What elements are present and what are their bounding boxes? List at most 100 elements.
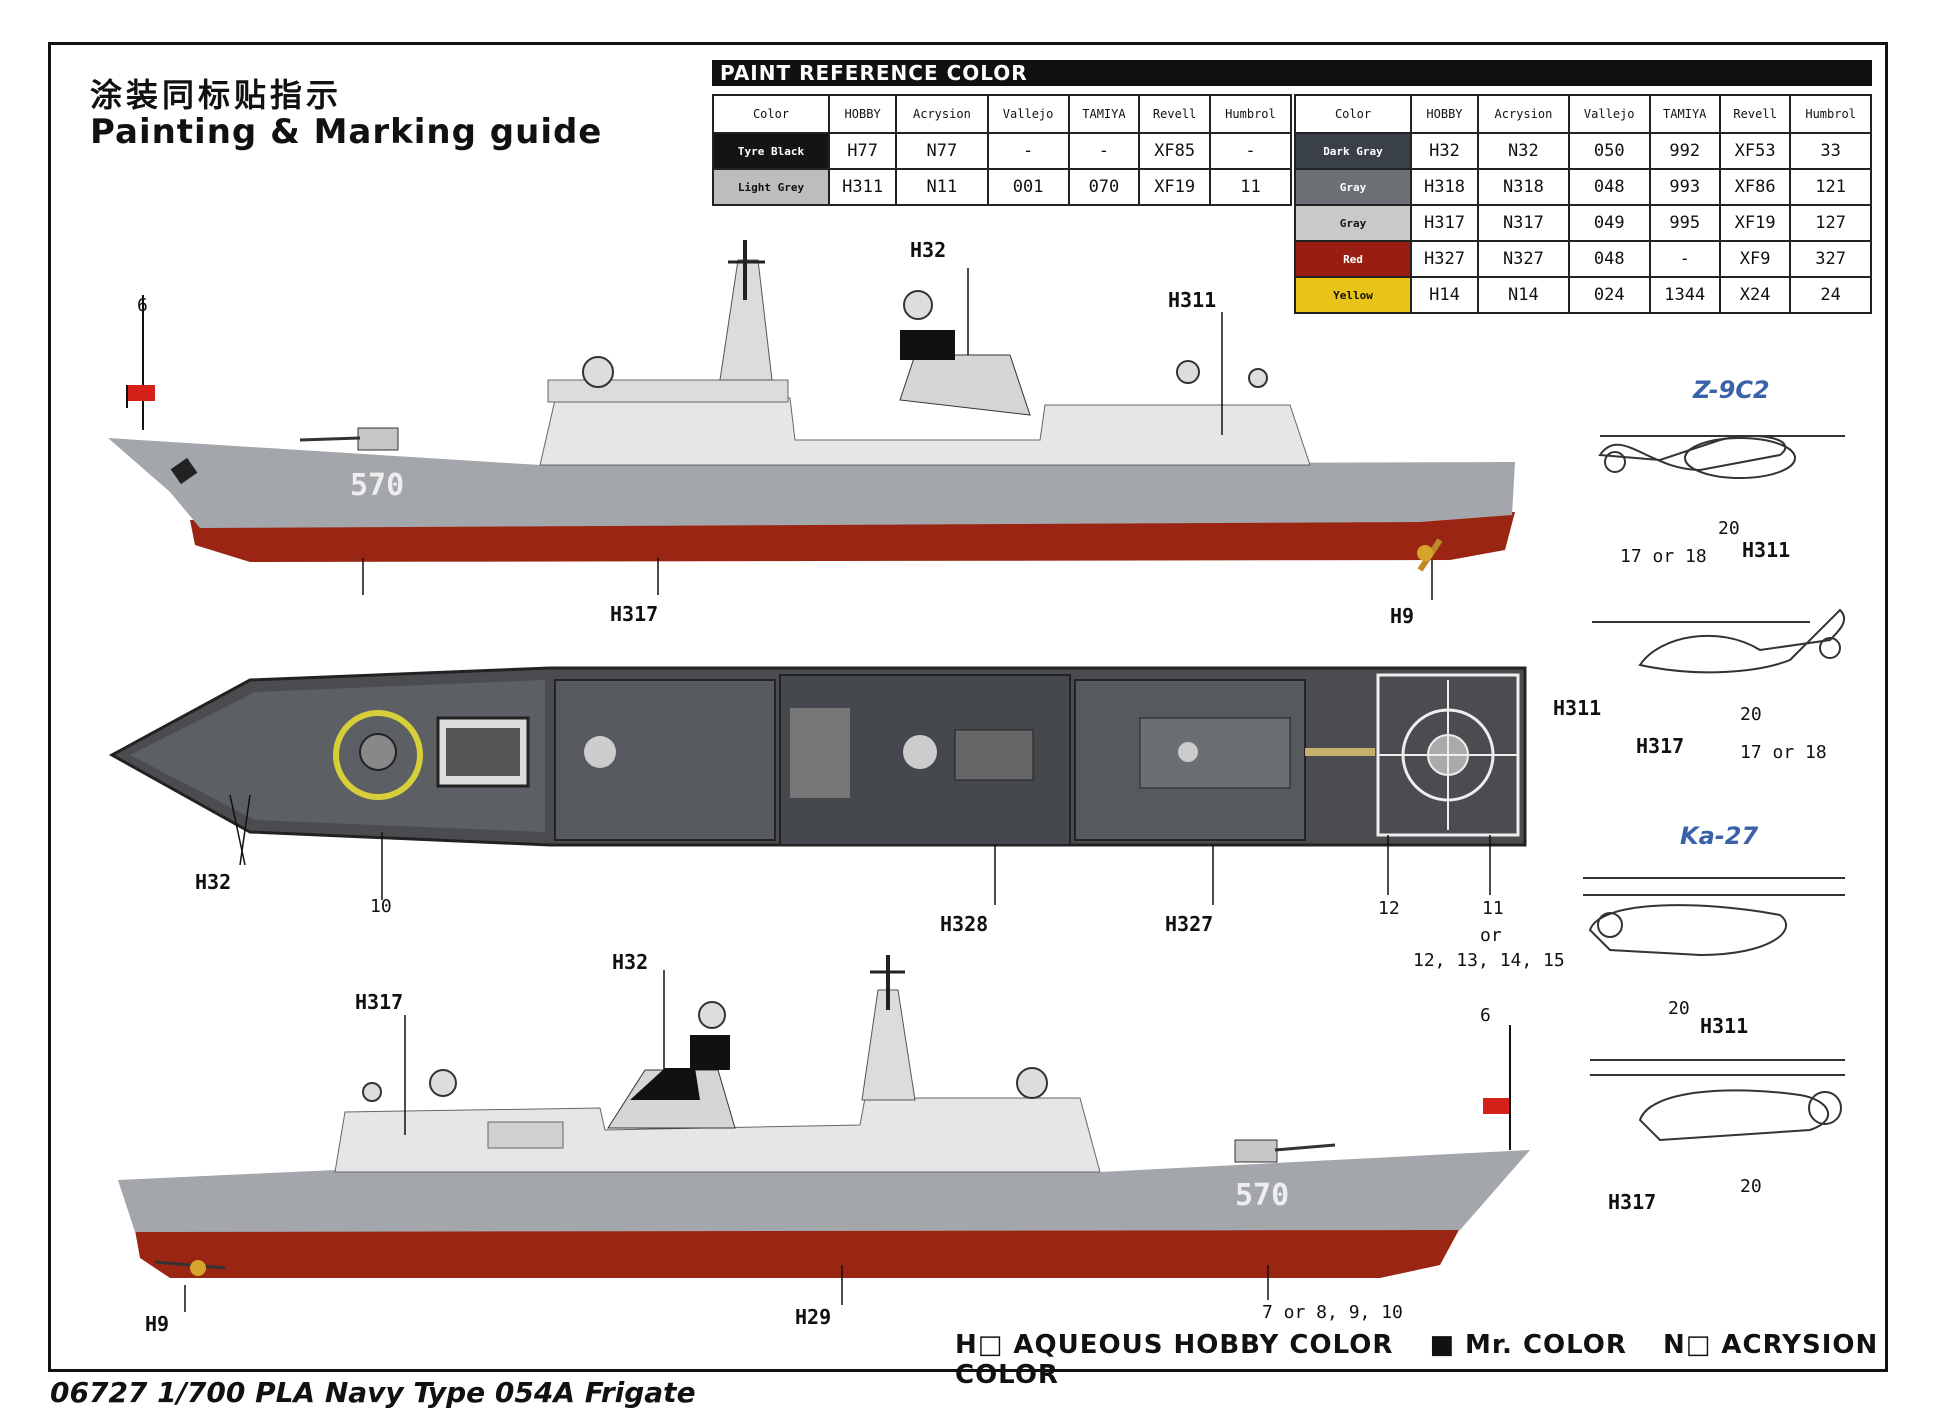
cell: - (1067, 132, 1141, 170)
hull-grey-top (108, 438, 1515, 528)
helicopter-3 (1583, 877, 1845, 957)
col-color: Color (1294, 94, 1412, 134)
cell: H318 (1410, 168, 1479, 206)
heli4-label-20: 20 (1740, 1176, 1762, 1197)
paint-reference-header: PAINT REFERENCE COLOR (712, 60, 1872, 86)
radar-dome-3 (1176, 360, 1200, 384)
color-swatch: Gray (1294, 204, 1412, 242)
heli3-label-h311: H311 (1700, 1014, 1749, 1038)
table-row: Yellow H14 N14 024 1344 X24 24 (1294, 276, 1872, 314)
cell: 070 (1067, 168, 1141, 206)
deck-view (108, 666, 1527, 847)
table-row: Light Grey H311 N11 001 070 XF19 11 (712, 168, 1293, 206)
cell: 327 (1789, 240, 1872, 278)
callout-waterline-bottom: H29 (795, 1305, 832, 1329)
table-row: Dark Gray H32 N32 050 992 XF53 33 (1294, 132, 1872, 170)
helicopter-4 (1590, 1059, 1845, 1142)
color-legend: H□ AQUEOUS HOBBY COLOR ■ Mr. COLOR N□ AC… (955, 1330, 1944, 1390)
callout-deck-12: 12 (1378, 898, 1400, 919)
cell: XF85 (1138, 132, 1211, 170)
radar-dome-1 (903, 290, 933, 320)
helicopter-2 (1592, 608, 1846, 674)
cell: 048 (1567, 240, 1651, 278)
heli3-label-20: 20 (1668, 998, 1690, 1019)
color-swatch: Tyre Black (712, 132, 830, 170)
callout-deck-or: or (1480, 925, 1502, 946)
cell: H32 (1410, 132, 1479, 170)
cell: H77 (827, 132, 898, 170)
callout-hull-bottom: H317 (355, 990, 404, 1014)
cell: 049 (1567, 204, 1651, 242)
callout-deck-11: 11 (1482, 898, 1504, 919)
heli1-label-h311: H311 (1742, 538, 1791, 562)
helicopter-1-title: Z-9C2 (1693, 376, 1770, 404)
cell: N318 (1476, 168, 1570, 206)
legend-hobby: H□ AQUEOUS HOBBY COLOR (955, 1330, 1394, 1360)
guide-title-chinese: 涂装同标贴指示 (90, 76, 343, 114)
callout-deck-10: 10 (370, 896, 392, 917)
cell: 048 (1567, 168, 1651, 206)
flag-top (127, 385, 155, 401)
callout-mast-top: H32 (910, 238, 947, 262)
callout-decal-bottom: 7 or 8, 9, 10 (1262, 1302, 1403, 1323)
mast-top (719, 259, 773, 381)
col-acrysion: Acrysion (895, 94, 989, 134)
deck-radar (903, 735, 937, 769)
callout-deck-aft: H327 (1165, 912, 1214, 936)
cell: - (1648, 240, 1721, 278)
helicopter-1 (1598, 434, 1845, 479)
callout-deck-bow: H32 (195, 870, 232, 894)
hull-red-bottom (135, 1228, 1460, 1278)
color-swatch: Red (1294, 240, 1412, 278)
page-frame (48, 42, 1888, 1372)
superstructure-top (539, 397, 1311, 466)
gun-turret-top (357, 427, 399, 451)
cell: N32 (1476, 132, 1570, 170)
table-row: Gray H317 N317 049 995 XF19 127 (1294, 204, 1872, 242)
col-hobby: HOBBY (827, 94, 898, 134)
cell: XF86 (1718, 168, 1792, 206)
paint-table-head: Color HOBBY Acrysion Vallejo TAMIYA Reve… (712, 94, 1293, 134)
callout-superstructure-top: H311 (1168, 288, 1217, 312)
cell: 24 (1789, 276, 1872, 314)
heli2-label-h311: H311 (1553, 696, 1602, 720)
col-vallejo: Vallejo (1567, 94, 1651, 134)
paint-table-right: Color HOBBY Acrysion Vallejo TAMIYA Reve… (1294, 94, 1872, 314)
propeller-bottom (190, 1260, 206, 1276)
bridge-block (547, 379, 789, 403)
cell: XF9 (1718, 240, 1792, 278)
cell: X24 (1718, 276, 1792, 314)
heli1-label-17or18: 17 or 18 (1620, 546, 1707, 567)
cell: 050 (1567, 132, 1651, 170)
callout-hull-top: H317 (610, 602, 659, 626)
col-tamiya: TAMIYA (1648, 94, 1721, 134)
side-view-top (108, 240, 1515, 572)
col-humbrol: Humbrol (1208, 94, 1293, 134)
callout-propeller-top: H9 (1390, 604, 1415, 628)
cell: 127 (1789, 204, 1872, 242)
radar-dome-4 (698, 1001, 726, 1029)
callout-deck-centre: H328 (940, 912, 989, 936)
col-tamiya: TAMIYA (1067, 94, 1141, 134)
guide-title-english: Painting & Marking guide (90, 112, 603, 152)
cell: H14 (1410, 276, 1479, 314)
callout-propeller-bottom: H9 (145, 1312, 170, 1336)
cell: H327 (1410, 240, 1479, 278)
mast-bottom (861, 989, 916, 1101)
cell: XF19 (1718, 204, 1792, 242)
cell: XF19 (1138, 168, 1211, 206)
cell: 121 (1789, 168, 1872, 206)
radar-dome-2 (582, 356, 614, 388)
heli4-label-h317: H317 (1608, 1190, 1657, 1214)
paint-table-left: Color HOBBY Acrysion Vallejo TAMIYA Reve… (712, 94, 1293, 206)
col-vallejo: Vallejo (986, 94, 1070, 134)
col-hobby: HOBBY (1410, 94, 1479, 134)
heli2-label-17or18: 17 or 18 (1740, 742, 1827, 763)
cell: XF53 (1718, 132, 1792, 170)
funnel-top (899, 354, 1031, 416)
cell: - (1208, 132, 1293, 170)
hull-number-bottom: 570 (1235, 1178, 1290, 1213)
paint-table-head: Color HOBBY Acrysion Vallejo TAMIYA Reve… (1294, 94, 1872, 134)
callout-mast-bottom: H32 (612, 950, 649, 974)
